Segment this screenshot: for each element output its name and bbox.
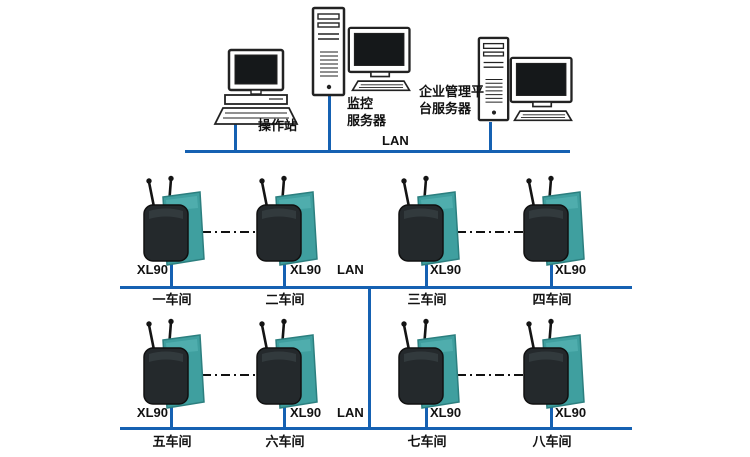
xl90-device-icon — [392, 318, 462, 410]
xl90-drop-line — [425, 401, 428, 428]
monitor-server-drop-line — [328, 96, 331, 150]
operator-station-label: 操作站 — [258, 118, 298, 133]
lan-top-label: LAN — [382, 133, 409, 148]
wireless-link-line — [457, 231, 524, 233]
xl90-drop-line — [170, 401, 173, 428]
enterprise-server-drop-line — [489, 122, 492, 150]
wireless-link-line — [202, 231, 257, 233]
xl90-model-label: XL90 — [136, 262, 168, 277]
xl90-device-icon — [517, 175, 587, 267]
workshop-label: 八车间 — [532, 434, 572, 449]
xl90-model-label: XL90 — [430, 405, 462, 420]
xl90-device-icon — [137, 318, 207, 410]
xl90-model-label: XL90 — [430, 262, 462, 277]
workshop-label: 四车间 — [532, 292, 572, 307]
xl90-drop-line — [550, 401, 553, 428]
workshop-label: 七车间 — [407, 434, 447, 449]
xl90-model-label: XL90 — [136, 405, 168, 420]
lan-line-top — [185, 150, 570, 153]
wireless-link-line — [202, 374, 257, 376]
xl90-model-label: XL90 — [290, 405, 322, 420]
workshop-label: 一车间 — [152, 292, 192, 307]
enterprise-server-label: 企业管理平 台服务器 — [419, 84, 485, 116]
xl90-drop-line — [283, 258, 286, 287]
xl90-drop-line — [425, 258, 428, 287]
xl90-drop-line — [170, 258, 173, 287]
lan-line-bottom — [120, 427, 632, 430]
lan-middle-to-bottom-line — [368, 286, 371, 430]
wireless-link-line — [457, 374, 524, 376]
xl90-device-icon — [137, 175, 207, 267]
monitor-server-screen-icon — [345, 26, 417, 94]
workshop-label: 二车间 — [265, 292, 305, 307]
xl90-drop-line — [550, 258, 553, 287]
lan-bottom-label: LAN — [337, 405, 364, 420]
workshop-label: 六车间 — [265, 434, 305, 449]
xl90-model-label: XL90 — [290, 262, 322, 277]
lan-line-middle — [120, 286, 632, 289]
workshop-label: 五车间 — [152, 434, 192, 449]
xl90-device-icon — [250, 175, 320, 267]
monitor-server-tower-icon — [311, 6, 347, 98]
xl90-model-label: XL90 — [555, 405, 587, 420]
xl90-device-icon — [392, 175, 462, 267]
lan-middle-label: LAN — [337, 262, 364, 277]
xl90-device-icon — [517, 318, 587, 410]
workshop-label: 三车间 — [407, 292, 447, 307]
xl90-device-icon — [250, 318, 320, 410]
xl90-model-label: XL90 — [555, 262, 587, 277]
enterprise-server-screen-icon — [507, 56, 579, 124]
operator-station-drop-line — [234, 124, 237, 150]
xl90-drop-line — [283, 401, 286, 428]
monitor-server-label: 监控 服务器 — [347, 96, 387, 128]
